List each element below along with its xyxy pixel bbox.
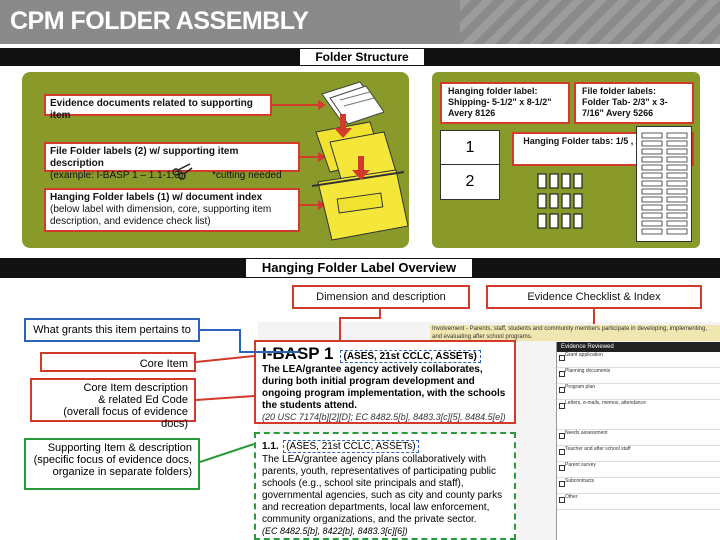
hanging-folder-desc: (below label with dimension, core, suppo… bbox=[50, 204, 272, 227]
cutting-needed-note: *cutting needed bbox=[212, 170, 282, 181]
core-item-text: The LEA/grantee agency actively collabor… bbox=[262, 364, 506, 411]
rubric-item: Other bbox=[557, 494, 720, 510]
grants-label: What grants this item pertains to bbox=[24, 318, 200, 342]
hanging-label-spec: Hanging folder label: Shipping- 5-1/2" x… bbox=[440, 82, 570, 124]
rubric-item: Grant application bbox=[557, 352, 720, 368]
rubric-item: Program plan bbox=[557, 384, 720, 400]
tab-number-sheet: 1 2 bbox=[440, 130, 500, 200]
core-desc-line2: & related Ed Code bbox=[98, 394, 188, 406]
overview-heading: Hanging Folder Label Overview bbox=[246, 259, 472, 277]
tab-number-2: 2 bbox=[465, 173, 475, 190]
rubric-item: Letters, e-mails, memos, attendance bbox=[557, 400, 720, 430]
core-item-citation: (20 USC 7174[b][2][D]; EC 8482.5[b], 848… bbox=[262, 412, 506, 422]
evidence-checklist-label: Evidence Checklist & Index bbox=[486, 285, 702, 309]
supporting-item-text: The LEA/grantee agency plans collaborati… bbox=[262, 454, 503, 525]
hanging-folder-labels-title: Hanging Folder labels (1) w/ document in… bbox=[50, 192, 263, 203]
file-label-sheet-graphic bbox=[636, 126, 692, 242]
support-line2: (specific focus of evidence docs, bbox=[33, 454, 192, 466]
file-label-grid bbox=[641, 132, 688, 235]
core-item-block: I-BASP 1 (ASES, 21st CCLC, ASSETs) The LE… bbox=[254, 340, 516, 424]
rubric-item: Planning documents bbox=[557, 368, 720, 384]
core-item-id: I-BASP 1 bbox=[262, 344, 334, 363]
tab-number-1: 1 bbox=[441, 131, 499, 165]
rubric-item: Needs assessment bbox=[557, 430, 720, 446]
core-desc-line3: (overall focus of evidence docs) bbox=[63, 406, 188, 430]
page-title: CPM FOLDER ASSEMBLY bbox=[10, 7, 309, 35]
support-line1: Supporting Item & description bbox=[47, 442, 192, 454]
rubric-heading: Evidence Reviewed bbox=[557, 342, 720, 352]
core-desc-label: Core Item description & related Ed Code … bbox=[30, 378, 196, 430]
supporting-grant-tag: (ASES, 21st CCLC, ASSETs) bbox=[283, 440, 419, 453]
document-header-text: Involvement - Parents, staff, students a… bbox=[430, 325, 720, 341]
rubric-item: Teacher and after school staff bbox=[557, 446, 720, 462]
supporting-item-label: Supporting Item & description (specific … bbox=[24, 438, 200, 490]
rubric-item: Parent survey bbox=[557, 462, 720, 478]
banner-stripes bbox=[460, 0, 720, 44]
supporting-item-citation: (EC 8482.5[b], 8422[b], 8483.3[c][6]) bbox=[262, 526, 408, 536]
file-folder-example-text: (example: I-BASP 1 – 1.1-1.3) bbox=[50, 170, 184, 181]
dimension-description-label: Dimension and description bbox=[292, 285, 470, 309]
file-folder-example: (example: I-BASP 1 – 1.1-1.3) *cutting n… bbox=[50, 170, 294, 182]
folder-structure-heading: Folder Structure bbox=[300, 49, 424, 65]
supporting-item-id: 1.1. bbox=[262, 441, 279, 452]
file-folder-labels-box: File Folder labels (2) w/ supporting ite… bbox=[44, 142, 300, 181]
core-grant-tag: (ASES, 21st CCLC, ASSETs) bbox=[339, 350, 481, 363]
rubric-item: Subcontracts bbox=[557, 478, 720, 494]
core-desc-line1: Core Item description bbox=[83, 382, 188, 394]
file-folder-labels-title: File Folder labels (2) w/ supporting ite… bbox=[50, 146, 239, 169]
evidence-docs-box: Evidence documents related to supporting… bbox=[44, 94, 272, 121]
supporting-item-block: 1.1. (ASES, 21st CCLC, ASSETs) The LEA/g… bbox=[254, 432, 516, 540]
hanging-folder-labels-box: Hanging Folder labels (1) w/ document in… bbox=[44, 188, 300, 232]
support-line3: organize in separate folders) bbox=[52, 466, 192, 478]
file-label-spec: File folder labels: Folder Tab- 2/3" x 3… bbox=[574, 82, 694, 124]
core-item-label: Core Item bbox=[40, 352, 196, 372]
evidence-rubric: Evidence Reviewed Grant application Plan… bbox=[556, 342, 720, 540]
